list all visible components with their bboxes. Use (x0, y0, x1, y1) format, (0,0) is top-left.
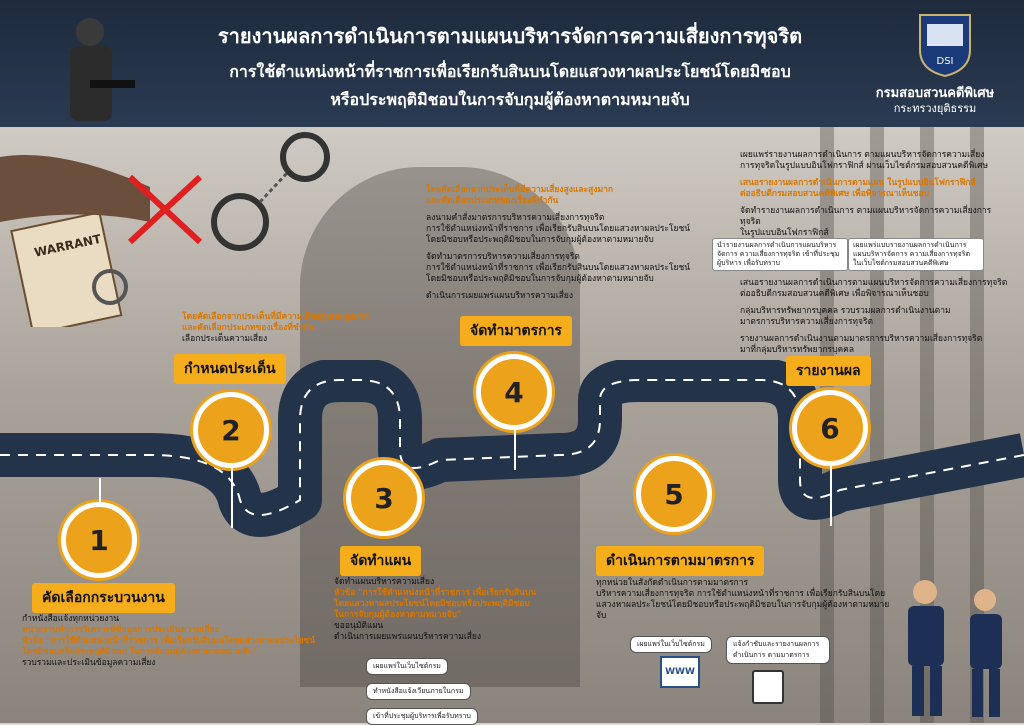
step-3-circle: 3 (346, 460, 422, 536)
step-2-label: กำหนดประเด็น (174, 354, 286, 384)
dsi-logo-icon: DSI (919, 14, 971, 78)
pill-website-5: เผยแพร่ในเว็บไซต์กรม (630, 636, 712, 653)
cell-bar (970, 127, 984, 723)
ministry-name: กระทรวงยุติธรรม (893, 102, 977, 115)
step-6-circle: 6 (792, 390, 868, 466)
title-line-3: หรือประพฤติมิชอบในการจับกุมผู้ต้องหาตามห… (330, 90, 690, 109)
step-6-text-top: เผยแพร่รายงานผลการดำเนินการ ตามแผนบริหาร… (740, 150, 992, 238)
step-1-label: คัดเลือกกระบวนงาน (32, 583, 175, 613)
title-line-1: รายงานผลการดำเนินการตามแผนบริหารจัดการคว… (217, 24, 803, 48)
step-1-text: กำหนังสือแจ้งทุกหน่วยงาน หน่วยงานทำการวิ… (22, 614, 316, 668)
pill-meeting: เข้าที่ประชุมผู้บริหารเพื่อรับทราบ (366, 708, 478, 725)
box-meeting-report: นำรายงานผลการดำเนินการแผนบริหารจัดการ คว… (712, 238, 848, 271)
connector (231, 468, 233, 528)
box-website-report: เผยแพร่แบบรายงานผลการดำเนินการแผนบริหารจ… (848, 238, 984, 271)
step-4-label: จัดทำมาตรการ (460, 316, 572, 346)
pill-website: เผยแพร่ในเว็บไซต์กรม (366, 658, 448, 675)
step-4-text: โดยคัดเลือกจากประเด็นที่มีความเสี่ยงสูงแ… (426, 185, 691, 301)
step-3-text: จัดทำแผนบริหารความเสี่ยง หัวข้อ "การใช้ต… (334, 577, 537, 642)
step-2-text: โดยคัดเลือกจากประเด็นที่มีความเสี่ยงสูงแ… (182, 312, 370, 344)
step-5-circle: 5 (636, 456, 712, 532)
warrant-illustration: WARRANT (0, 127, 210, 335)
pill-circular: ทำหนังสือแจ้งเวียนภายในกรม (366, 683, 471, 700)
soldier-icon (70, 18, 135, 121)
cell-bar (920, 127, 934, 723)
step-6-label: รายงานผล (786, 356, 871, 386)
handcuffs-icon (211, 132, 330, 251)
cell-bar (870, 127, 884, 723)
step-2-circle: 2 (193, 392, 269, 468)
header-banner: รายงานผลการดำเนินการตามแผนบริหารจัดการคว… (0, 0, 1024, 127)
police-officers-icon (908, 580, 1002, 717)
step-5-text: ทุกหน่วยในสังกัดดำเนินการตามมาตรการ บริห… (596, 578, 890, 621)
prisoner-silhouette (300, 167, 580, 687)
step-5-label: ดำเนินการตามมาตรการ (596, 546, 765, 576)
step-4-circle: 4 (476, 354, 552, 430)
connector (514, 430, 516, 470)
step-6-text-bottom: เสนอรายงานผลการดำเนินการตามแผนบริหารจัดก… (740, 278, 1008, 355)
connector (99, 478, 101, 502)
pill-report-5: แจ้งกำชับและรายงานผลการดำเนินการ ตามมาตร… (726, 636, 830, 664)
org-name: กรมสอบสวนคดีพิเศษ (875, 86, 995, 101)
svg-text:DSI: DSI (937, 56, 954, 67)
step-3-label: จัดทำแผน (340, 546, 422, 576)
road-path (0, 360, 1024, 537)
title-line-2: การใช้ตำแหน่งหน้าที่ราชการเพื่อเรียกรับส… (229, 62, 791, 81)
step-1-circle: 1 (61, 502, 137, 578)
www-icon: WWW (660, 656, 700, 688)
connector (830, 466, 832, 526)
clipboard-icon (752, 670, 784, 704)
warrant-hand-icon: WARRANT (0, 155, 203, 335)
